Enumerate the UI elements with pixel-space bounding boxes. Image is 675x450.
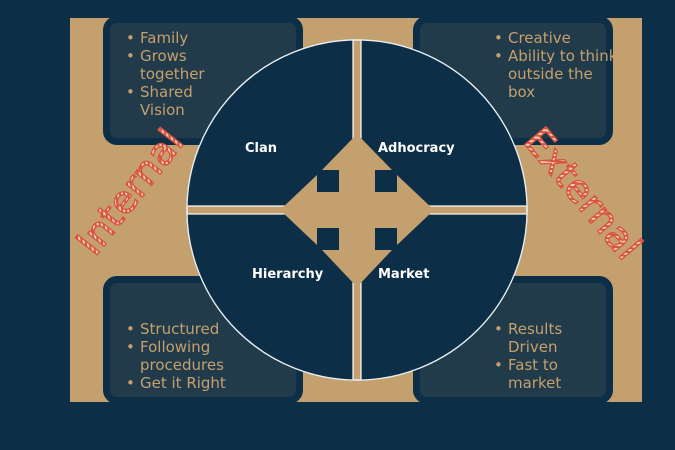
clan-quadrant (187, 40, 354, 207)
bullet: Ability to think outside the box (494, 47, 618, 101)
internal-axis-label: Internal (67, 121, 192, 263)
bullet: Grows together (126, 47, 220, 83)
clan-label: Clan (245, 141, 277, 156)
market-label: Market (378, 267, 429, 282)
bullet: Shared Vision (126, 83, 210, 119)
bullet: Fast to market (494, 356, 568, 392)
adhocracy-quadrant (360, 40, 527, 207)
external-axis-label: External (515, 119, 650, 268)
bullet: Family (126, 29, 296, 47)
hierarchy-label: Hierarchy (252, 267, 324, 282)
four-way-arrow-icon (280, 134, 434, 287)
bullet: Get it Right (126, 374, 296, 392)
adhocracy-label: Adhocracy (378, 141, 455, 156)
bullet: Following procedures (126, 338, 240, 374)
bullet: Creative (494, 29, 606, 47)
bullet: Results Driven (494, 320, 568, 356)
hierarchy-quadrant (187, 213, 354, 380)
market-quadrant (360, 213, 527, 380)
bullet: Structured (126, 320, 296, 338)
